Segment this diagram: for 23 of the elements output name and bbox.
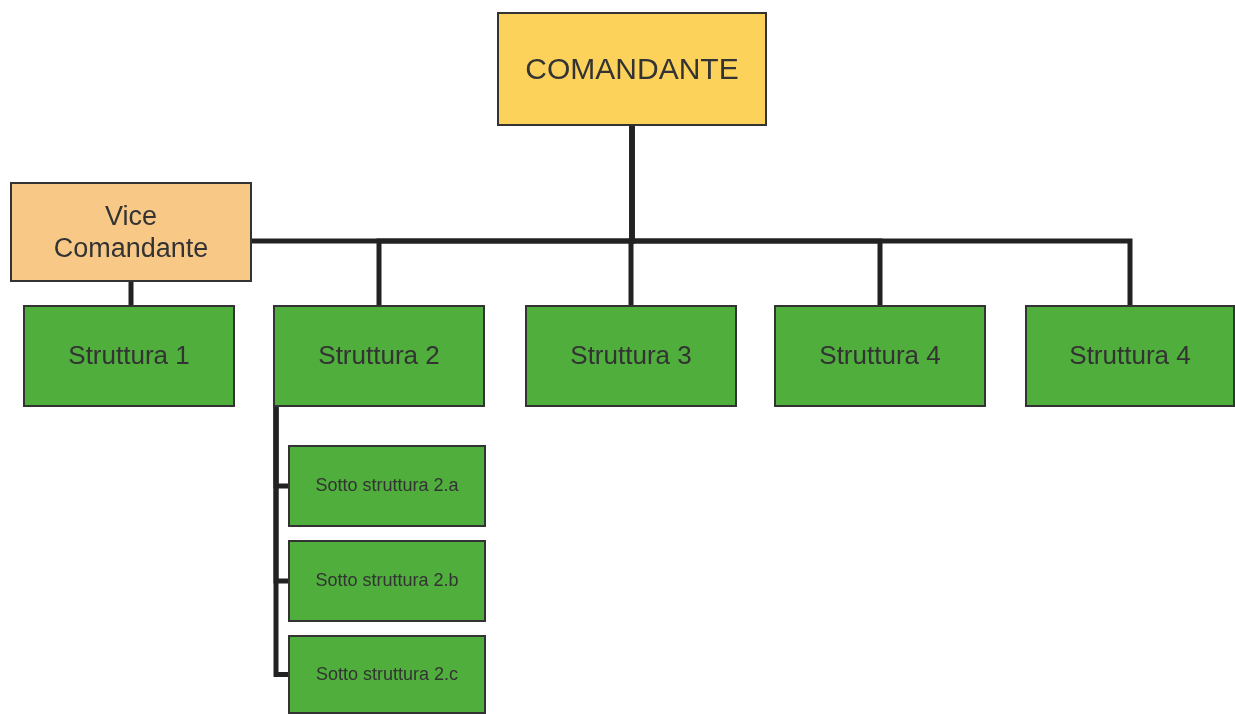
box-label: COMANDANTE: [525, 51, 739, 87]
box-label: Struttura 4: [1069, 340, 1191, 372]
unit-box: [23, 305, 235, 407]
box-label: Struttura 4: [819, 340, 941, 372]
box-label: Struttura 1: [68, 340, 190, 372]
unit-box: [525, 305, 737, 407]
connector-line: [128, 282, 134, 305]
unit-box: [774, 305, 986, 407]
sub-unit-box: [288, 540, 486, 622]
unit-box: [273, 305, 485, 407]
box-label: Sotto struttura 2.c: [315, 663, 459, 686]
box-label: Struttura 3: [570, 340, 692, 372]
connector-line: [273, 407, 288, 677]
sub-unit-box: [288, 445, 486, 527]
box-label: Sotto struttura 2.b: [315, 570, 459, 592]
box-label: Vice Comandante: [52, 199, 210, 265]
role-box: [497, 12, 767, 126]
box-label: Struttura 2: [318, 340, 440, 372]
role-box: [10, 182, 252, 282]
box-label: Sotto struttura 2.a: [315, 475, 459, 497]
unit-box: [1025, 305, 1235, 407]
sub-unit-box: [288, 635, 486, 714]
connector-line: [629, 126, 1133, 305]
